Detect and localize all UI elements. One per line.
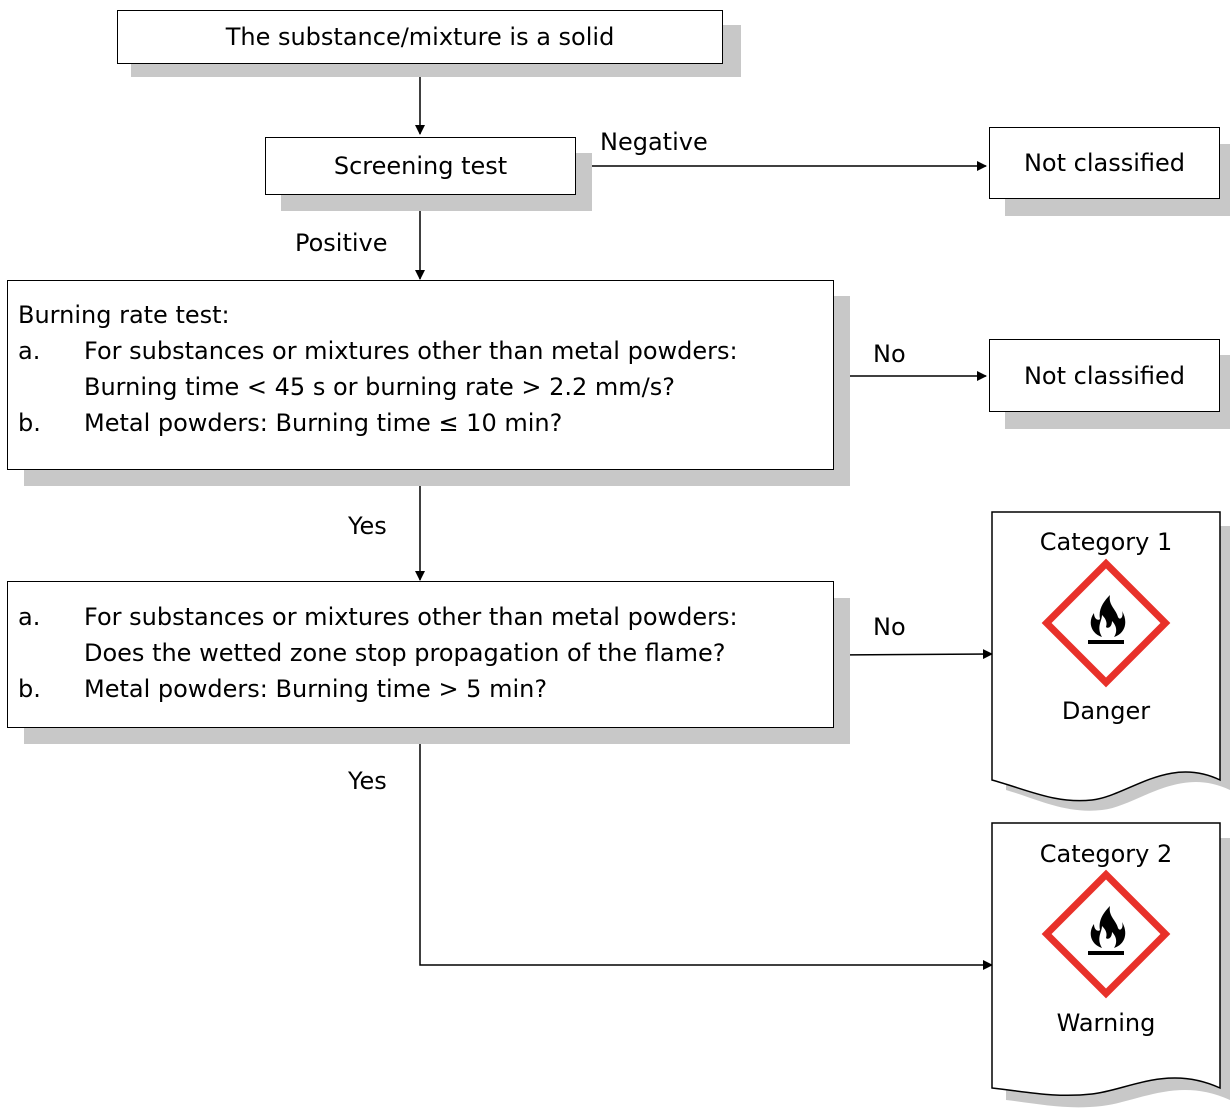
wetted-a-letter: a. [18,603,41,631]
wetted-yes-label: Yes [348,767,387,795]
wetted-item-b: b. Metal powders: Burning time > 5 min? [18,671,833,707]
start-box: The substance/mixture is a solid [117,10,723,64]
category2-signal-word: Warning [1056,1009,1156,1037]
not-classified-box-1: Not classified [989,127,1220,199]
burning-a-line1: For substances or mixtures other than me… [84,337,738,365]
wetted-no-label: No [873,613,906,641]
not-classified-text-1: Not classified [1023,149,1186,177]
wetted-zone-box: a. For substances or mixtures other than… [7,581,834,728]
burning-title: Burning rate test: [18,301,230,329]
not-classified-text-2: Not classified [1023,361,1186,390]
wetted-a-line2: Does the wetted zone stop propagation of… [84,639,726,667]
wetted-b-letter: b. [18,675,41,703]
positive-label: Positive [295,229,388,257]
arrow-wetted-yes [419,727,993,970]
burning-b-letter: b. [18,409,41,437]
burning-a-letter: a. [18,337,41,365]
category1-title: Category 1 [1039,528,1173,556]
category2-title: Category 2 [1039,840,1173,868]
negative-label: Negative [600,128,708,156]
burning-yes-label: Yes [348,512,387,540]
burning-a-line2: Burning time < 45 s or burning rate > 2.… [84,373,675,401]
not-classified-box-2: Not classified [989,339,1220,412]
category1-signal-word: Danger [1061,697,1151,725]
burning-item-a: a. For substances or mixtures other than… [18,333,833,369]
screening-text: Screening test [333,152,508,180]
screening-box: Screening test [265,137,576,195]
wetted-b-text: Metal powders: Burning time > 5 min? [84,675,548,703]
burning-b-text: Metal powders: Burning time ≤ 10 min? [84,409,563,437]
arrow-wetted-no [832,649,993,660]
burning-rate-box: Burning rate test: a. For substances or … [7,280,834,470]
burning-no-label: No [873,340,906,368]
wetted-item-a: a. For substances or mixtures other than… [18,599,833,635]
start-text: The substance/mixture is a solid [225,23,615,51]
wetted-a-line1: For substances or mixtures other than me… [84,603,738,631]
burning-item-b: b. Metal powders: Burning time ≤ 10 min? [18,405,833,441]
